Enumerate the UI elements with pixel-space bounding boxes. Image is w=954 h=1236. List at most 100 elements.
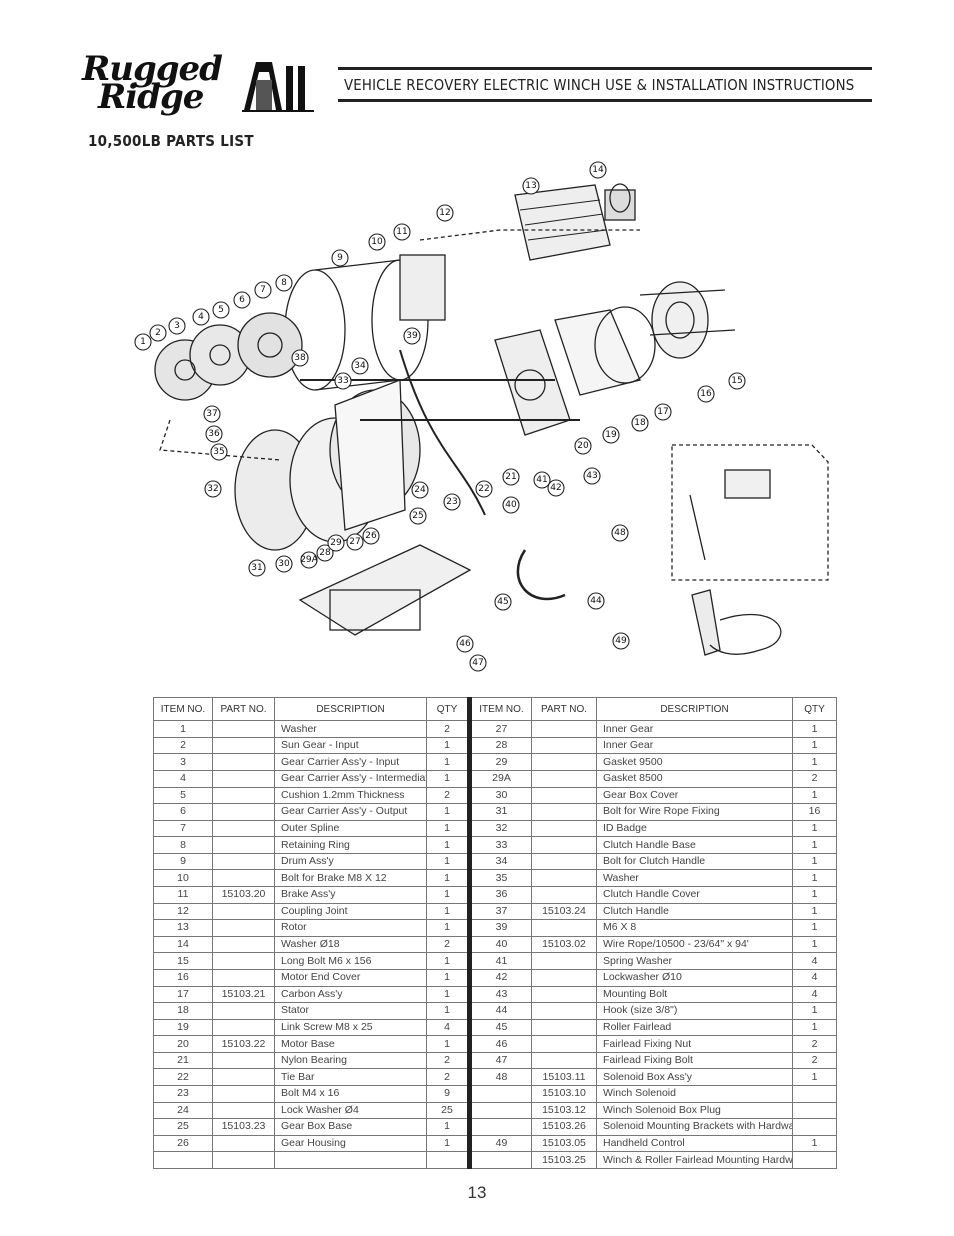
callout-37: 37 xyxy=(203,405,221,423)
callout-15: 15 xyxy=(728,372,746,390)
table-cell: 11 xyxy=(153,886,213,904)
callout-1: 1 xyxy=(134,333,152,351)
table-cell: 15103.05 xyxy=(531,1134,597,1153)
table-cell: 39 xyxy=(467,919,532,937)
column-header: PART NO. xyxy=(531,696,597,722)
table-cell: 15103.21 xyxy=(212,985,275,1004)
table-cell: 27 xyxy=(467,720,532,738)
table-cell: ID Badge xyxy=(596,819,793,838)
table-cell xyxy=(212,819,275,838)
table-cell: 1 xyxy=(792,1018,837,1037)
svg-text:10: 10 xyxy=(371,237,383,247)
table-cell: Gear Housing xyxy=(274,1134,427,1153)
table-cell xyxy=(212,836,275,854)
table-cell: Outer Spline xyxy=(274,819,427,838)
table-cell xyxy=(212,869,275,888)
table-cell: 1 xyxy=(792,902,837,921)
table-cell: Washer Ø18 xyxy=(274,935,427,954)
table-cell: Drum Ass'y xyxy=(274,852,427,871)
table-cell: Gear Box Cover xyxy=(596,786,793,805)
table-cell xyxy=(212,1134,275,1153)
table-cell: 4 xyxy=(792,985,837,1004)
callout-28: 28 xyxy=(316,544,334,562)
svg-text:38: 38 xyxy=(294,353,306,363)
callout-47: 47 xyxy=(469,654,487,672)
table-cell xyxy=(212,1068,275,1086)
page-number: 13 xyxy=(467,1183,487,1202)
table-cell xyxy=(212,902,275,921)
table-cell: Handheld Control xyxy=(596,1134,793,1153)
table-cell: 6 xyxy=(153,803,213,821)
table-cell: Roller Fairlead xyxy=(596,1018,793,1037)
callout-7: 7 xyxy=(254,281,272,299)
section-title: 10,500LB PARTS LIST xyxy=(88,132,254,150)
svg-text:49: 49 xyxy=(615,636,627,646)
table-cell: 1 xyxy=(426,985,470,1004)
table-cell xyxy=(531,1035,597,1053)
logo-word-1: Rugged xyxy=(82,49,223,89)
table-cell xyxy=(212,1018,275,1037)
svg-text:39: 39 xyxy=(406,331,418,341)
table-cell: Fairlead Fixing Bolt xyxy=(596,1051,793,1070)
table-cell: Winch & Roller Fairlead Mounting Hardwar… xyxy=(596,1151,793,1169)
table-cell: 1 xyxy=(792,753,837,771)
column-header: DESCRIPTION xyxy=(596,696,793,722)
callout-3: 3 xyxy=(168,317,186,335)
table-cell: Retaining Ring xyxy=(274,836,427,854)
header-rule-bottom xyxy=(338,99,872,102)
table-cell: 43 xyxy=(467,985,532,1004)
table-cell: Bolt for Brake M8 X 12 xyxy=(274,869,427,888)
table-cell: 2 xyxy=(426,935,470,954)
table-cell: 1 xyxy=(792,1068,837,1086)
table-cell: 1 xyxy=(426,819,470,838)
callout-32: 32 xyxy=(204,480,222,498)
table-cell xyxy=(212,1051,275,1070)
callout-14: 14 xyxy=(589,161,607,179)
table-cell: 45 xyxy=(467,1018,532,1037)
table-cell xyxy=(792,1151,837,1169)
table-cell xyxy=(274,1151,427,1169)
table-cell: Washer xyxy=(274,720,427,738)
table-cell: 16 xyxy=(153,968,213,987)
table-cell: 41 xyxy=(467,952,532,970)
table-cell: Carbon Ass'y xyxy=(274,985,427,1004)
table-cell xyxy=(212,753,275,771)
table-cell: 2 xyxy=(426,720,470,738)
table-cell: 24 xyxy=(153,1101,213,1120)
table-cell: 36 xyxy=(467,886,532,904)
table-cell: 28 xyxy=(467,736,532,755)
table-cell: 15103.23 xyxy=(212,1118,275,1136)
column-header: QTY xyxy=(792,696,837,722)
table-cell: 3 xyxy=(153,753,213,771)
svg-text:19: 19 xyxy=(605,430,617,440)
callout-19: 19 xyxy=(602,426,620,444)
table-cell: 1 xyxy=(792,886,837,904)
table-cell xyxy=(531,819,597,838)
table-cell: 14 xyxy=(153,935,213,954)
svg-text:26: 26 xyxy=(365,531,377,541)
table-cell: Bolt M4 x 16 xyxy=(274,1084,427,1103)
table-cell: 15103.25 xyxy=(531,1151,597,1169)
table-cell xyxy=(212,968,275,987)
table-cell xyxy=(531,836,597,854)
table-cell: 1 xyxy=(792,1134,837,1153)
table-cell: Tie Bar xyxy=(274,1068,427,1086)
table-cell: 1 xyxy=(792,1002,837,1020)
callout-20: 20 xyxy=(574,437,592,455)
table-cell: Mounting Bolt xyxy=(596,985,793,1004)
table-cell: Inner Gear xyxy=(596,720,793,738)
table-cell xyxy=(531,770,597,788)
table-cell: 40 xyxy=(467,935,532,954)
table-cell: 15103.11 xyxy=(531,1068,597,1086)
table-cell xyxy=(212,786,275,805)
table-cell: 8 xyxy=(153,836,213,854)
